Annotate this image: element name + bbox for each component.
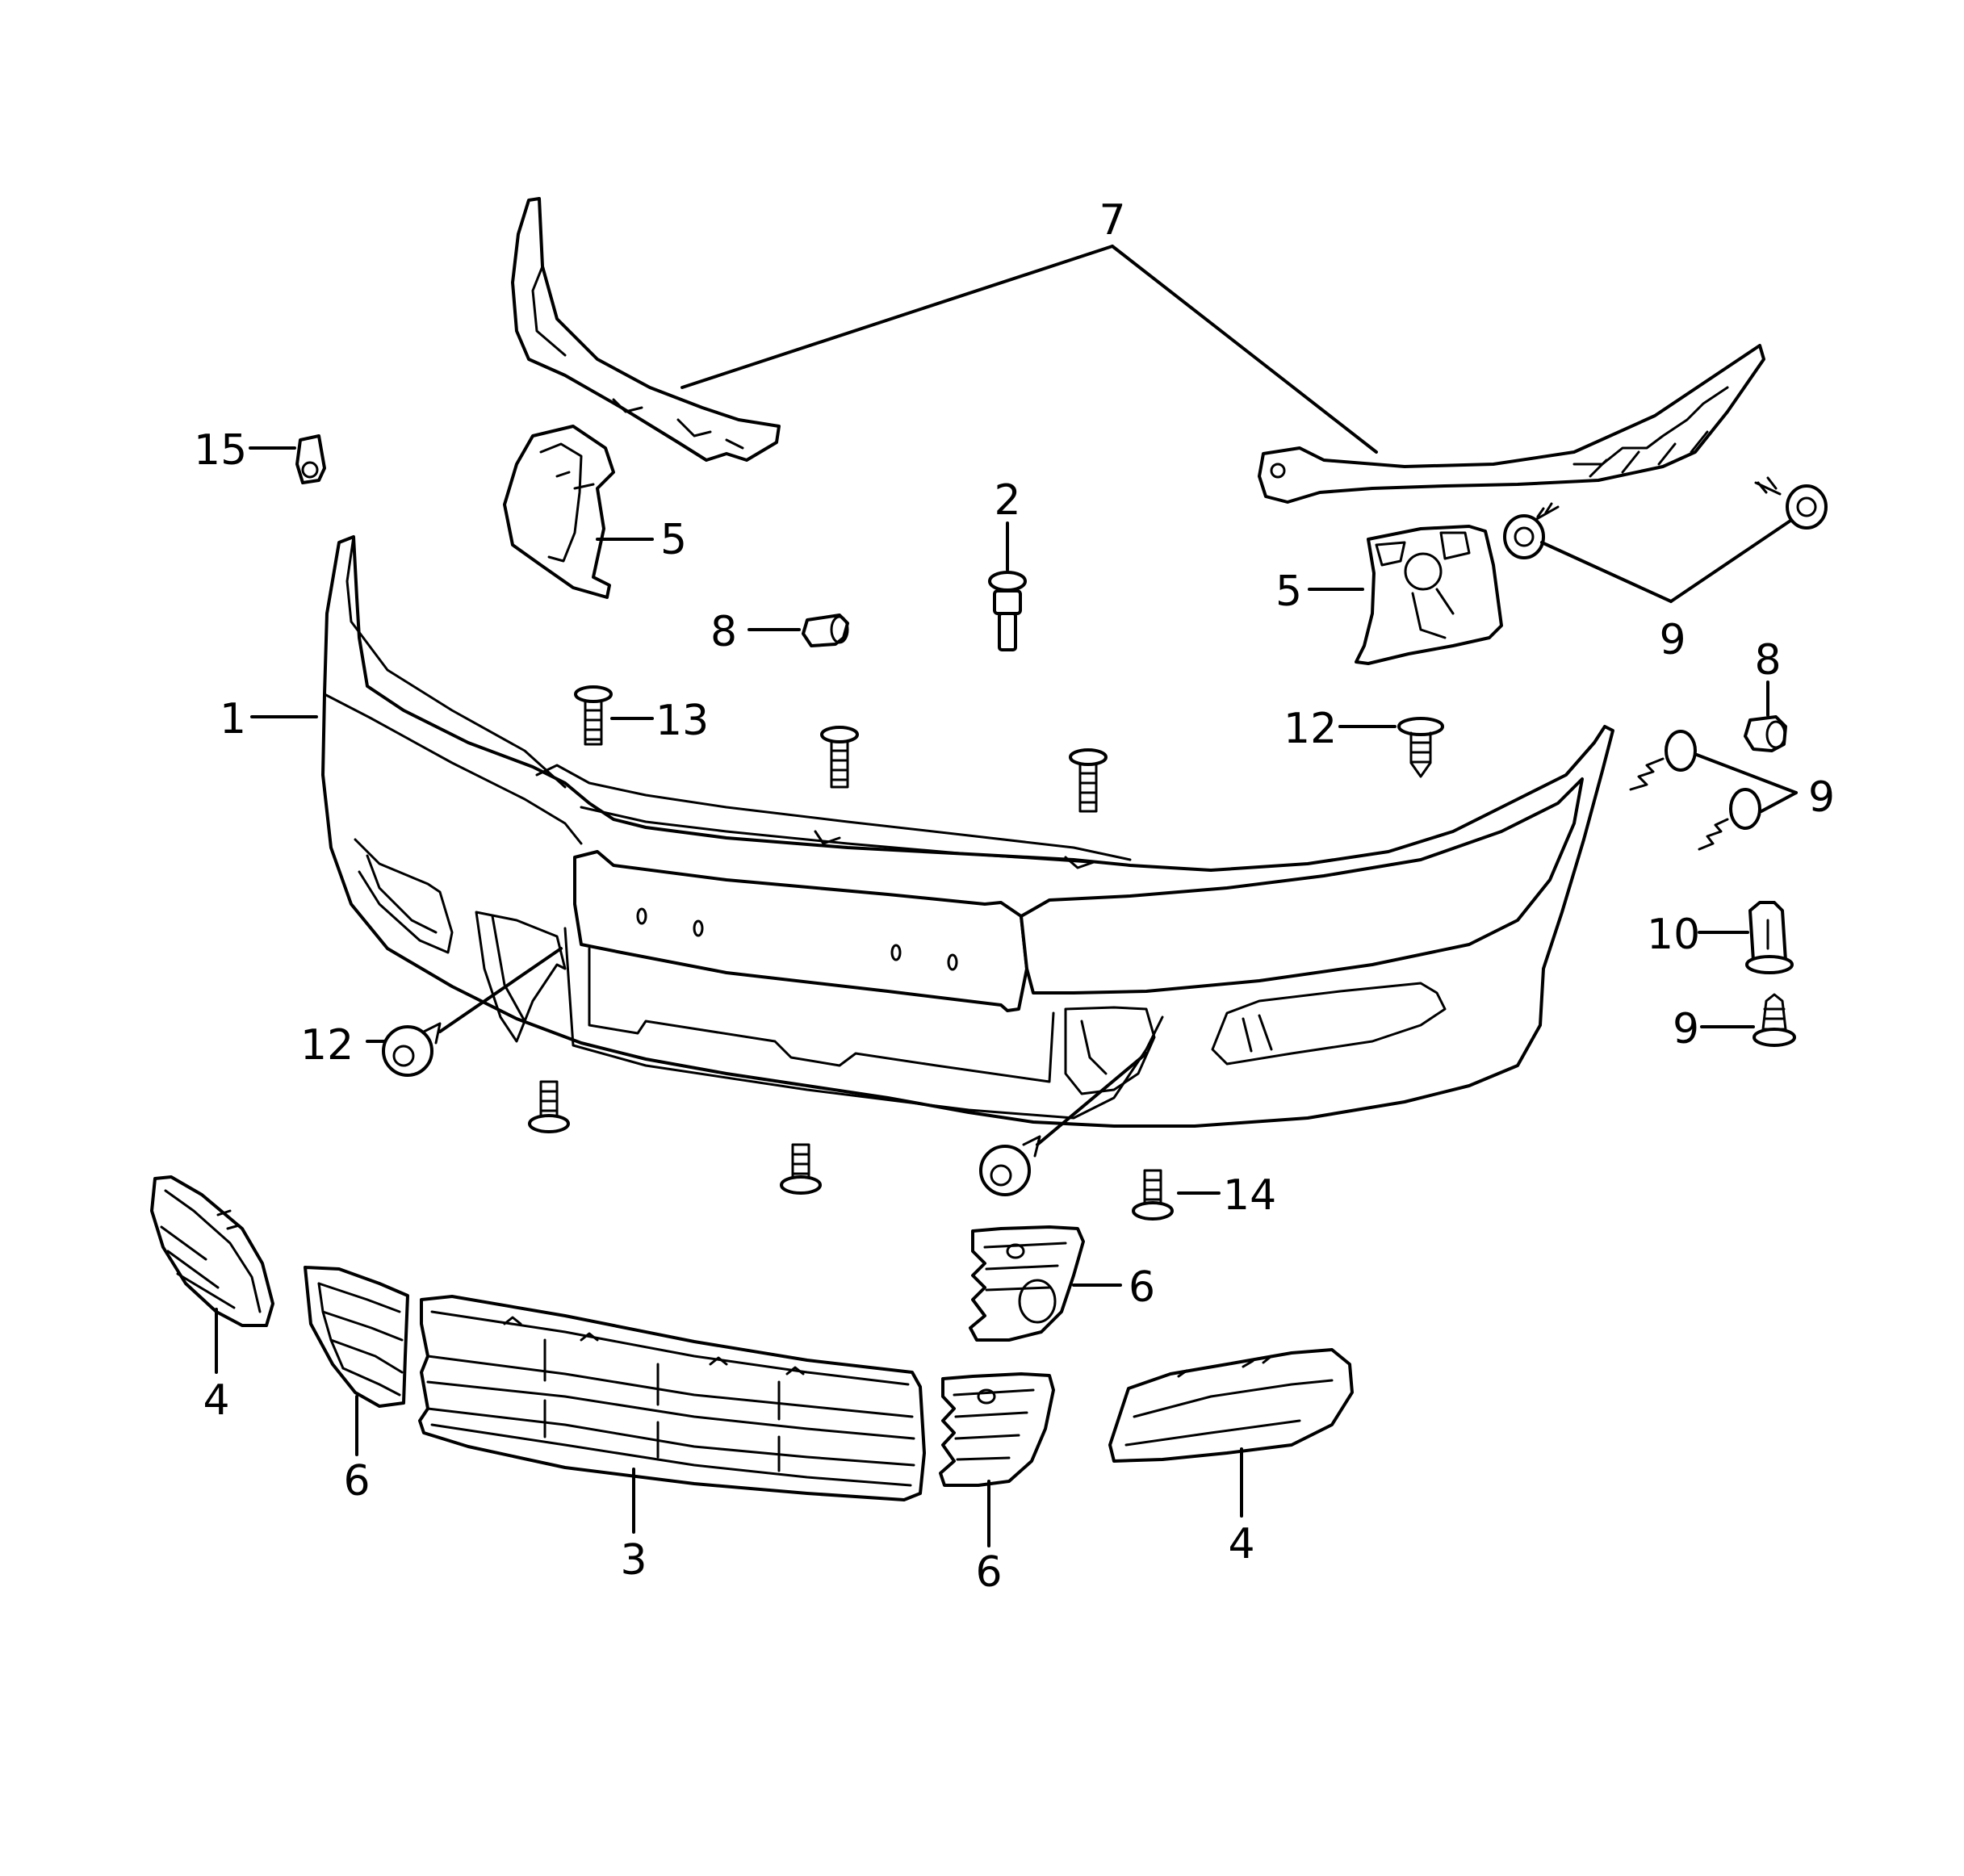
callout-8-left: 8 (710, 608, 737, 656)
callout-10: 10 (1647, 911, 1700, 959)
callout-9-lower: 9 (1673, 1005, 1699, 1053)
callout-1: 1 (220, 695, 246, 743)
part-9-screw-a (1503, 502, 1560, 559)
part-6-right-upper-insert (969, 1225, 1085, 1342)
leader-9-mid-a (1695, 753, 1798, 794)
part-4-right-fog-grille (1108, 1348, 1354, 1463)
callout-3: 3 (620, 1536, 647, 1585)
part-9-screw-e (1753, 993, 1796, 1047)
callout-15: 15 (194, 426, 247, 475)
leader-12-lower-c (1036, 1052, 1148, 1146)
callout-13: 13 (655, 697, 709, 745)
callout-12-lower: 12 (300, 1021, 354, 1070)
part-9-screw-c (1629, 730, 1697, 791)
callout-6-right-upper: 6 (1129, 1263, 1155, 1312)
part-6-right-lower-insert (939, 1372, 1055, 1487)
callout-9-mid: 9 (1808, 773, 1835, 822)
part-12-screw-upper (1397, 717, 1444, 778)
leader-7-left (680, 245, 1114, 389)
part-3-center-grille (418, 1295, 926, 1501)
callout-6-right-lower: 6 (975, 1548, 1002, 1597)
callout-6-left: 6 (343, 1457, 370, 1505)
part-5-left-guide (503, 425, 615, 599)
bolt-upper-mid-b (1069, 748, 1108, 813)
leader-7-right (1111, 245, 1378, 454)
part-1-bumper-cover (321, 535, 1614, 1128)
bolt-lower-mid (780, 1143, 822, 1195)
callout-9-upper: 9 (1659, 616, 1686, 664)
callout-5-left: 5 (660, 516, 687, 564)
callout-8-right: 8 (1754, 636, 1781, 685)
callout-12-upper: 12 (1284, 705, 1337, 753)
callout-4-left: 4 (203, 1376, 229, 1425)
part-8-right-nut (1744, 715, 1787, 752)
callout-4-right: 4 (1228, 1520, 1254, 1568)
part-7-right-bracket (1258, 344, 1765, 504)
part-4-left-fog-grille (150, 1175, 274, 1327)
part-2-pushclip (988, 571, 1027, 651)
callout-7: 7 (1099, 196, 1125, 245)
callout-2: 2 (994, 476, 1020, 525)
part-12-clip-right (979, 1135, 1041, 1196)
bolt-lower-left (528, 1080, 570, 1133)
part-7-left-bracket (511, 197, 781, 462)
leader-9-mid-b (1760, 791, 1798, 813)
part-13-bolt (574, 685, 613, 746)
leader-12-lower-b (438, 947, 563, 1033)
leader-9-upper-left (1540, 541, 1673, 603)
part-9-screw-d (1698, 788, 1761, 851)
part-14-bolt (1132, 1169, 1174, 1221)
part-5-right-guide (1355, 525, 1503, 665)
part-8-left-nut (802, 613, 849, 647)
part-12-clip-left (382, 1022, 442, 1077)
part-15-clip (295, 434, 326, 484)
part-6-left-insert (304, 1266, 409, 1408)
callout-14: 14 (1223, 1171, 1276, 1220)
part-10-expanding-nut (1745, 901, 1794, 974)
callout-5-right: 5 (1275, 567, 1302, 616)
leader-9-upper-right (1669, 519, 1792, 603)
part-9-screw-b (1754, 476, 1828, 530)
bolt-upper-mid-a (820, 726, 859, 789)
